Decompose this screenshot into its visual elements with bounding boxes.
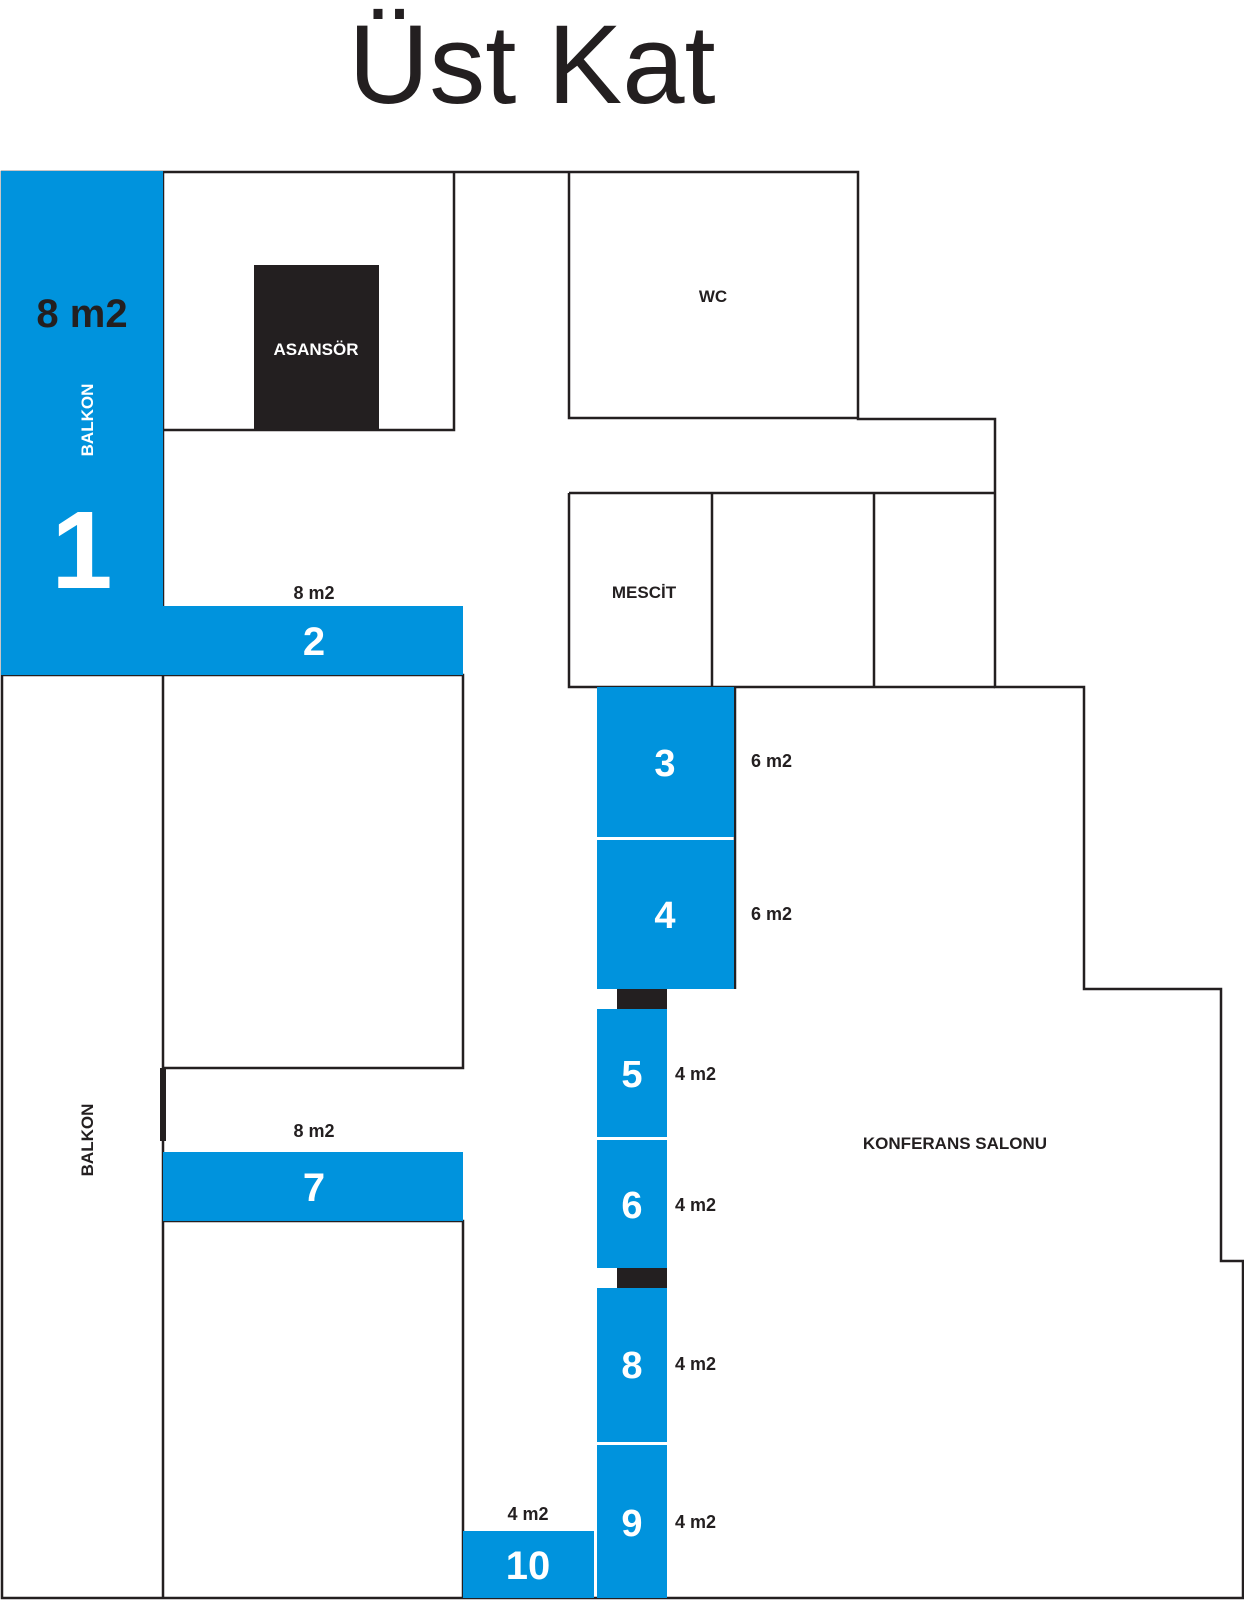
stand-7[interactable] bbox=[163, 1152, 463, 1221]
stand-area-10: 4 m2 bbox=[507, 1504, 548, 1524]
stand-5[interactable] bbox=[597, 1009, 667, 1137]
stand-number-7: 7 bbox=[303, 1166, 325, 1210]
stand-number-8: 8 bbox=[621, 1345, 642, 1387]
wc-label: WC bbox=[699, 287, 727, 306]
stand-number-4: 4 bbox=[654, 895, 675, 937]
stand-number-2: 2 bbox=[303, 620, 325, 664]
mescit-label: MESCİT bbox=[612, 583, 677, 602]
stand-10[interactable] bbox=[463, 1531, 594, 1598]
stand-area-1: 8 m2 bbox=[36, 292, 127, 336]
separator bbox=[617, 989, 667, 1009]
stand-number-9: 9 bbox=[621, 1503, 642, 1545]
stands bbox=[1, 171, 734, 1598]
stand-number-5: 5 bbox=[621, 1054, 642, 1096]
stand-4[interactable] bbox=[597, 840, 734, 989]
page-title: Üst Kat bbox=[348, 2, 715, 127]
stand-area-9: 4 m2 bbox=[675, 1512, 716, 1532]
stand-6[interactable] bbox=[597, 1140, 667, 1268]
konferans-label: KONFERANS SALONU bbox=[863, 1134, 1047, 1153]
stand-number-3: 3 bbox=[654, 743, 675, 785]
stand-number-1: 1 bbox=[51, 489, 112, 612]
stand-area-3: 6 m2 bbox=[751, 751, 792, 771]
stand-number-10: 10 bbox=[506, 1544, 551, 1588]
stand-area-7: 8 m2 bbox=[293, 1121, 334, 1141]
balkon-top-label: BALKON bbox=[78, 384, 97, 457]
stand-2[interactable] bbox=[163, 606, 463, 675]
balkon-bottom-label: BALKON bbox=[78, 1104, 97, 1177]
elevator-block bbox=[254, 265, 379, 430]
stand-area-8: 4 m2 bbox=[675, 1354, 716, 1374]
stand-area-5: 4 m2 bbox=[675, 1064, 716, 1084]
elevator-label: ASANSÖR bbox=[273, 340, 358, 359]
stand-number-6: 6 bbox=[621, 1185, 642, 1227]
stand-3[interactable] bbox=[597, 687, 734, 837]
stand-area-2: 8 m2 bbox=[293, 583, 334, 603]
stand-9[interactable] bbox=[597, 1445, 667, 1598]
stand-1[interactable] bbox=[1, 171, 163, 675]
separator bbox=[617, 1268, 667, 1288]
separator bbox=[160, 1068, 166, 1141]
stand-area-4: 6 m2 bbox=[751, 904, 792, 924]
stand-8[interactable] bbox=[597, 1288, 667, 1442]
stand-area-6: 4 m2 bbox=[675, 1195, 716, 1215]
